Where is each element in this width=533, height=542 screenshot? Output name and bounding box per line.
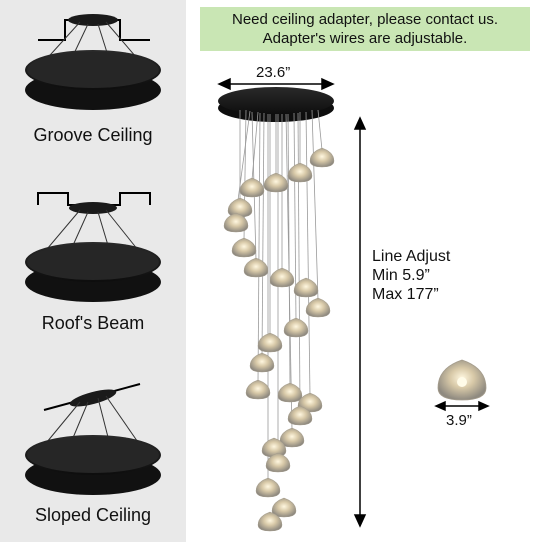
glass-pendants — [223, 147, 335, 532]
line-adjust-arrow — [353, 116, 367, 528]
roofs-beam-label: Roof's Beam — [41, 313, 145, 333]
groove-ceiling-diagram — [25, 14, 161, 110]
line-adjust-title: Line Adjust — [372, 248, 451, 265]
notice-line-1: Need ceiling adapter, please contact us. — [231, 11, 498, 28]
pendant-detail — [437, 359, 487, 401]
pendant-width-label: 3.9” — [446, 412, 472, 429]
chandelier-canopy — [218, 87, 334, 122]
adapter-notice: Need ceiling adapter, please contact us.… — [200, 7, 530, 51]
canopy-width-arrow — [217, 77, 335, 91]
pendant-width-arrow — [434, 400, 490, 412]
roofs-beam-diagram — [25, 192, 161, 302]
sloped-ceiling-label: Sloped Ceiling — [34, 505, 152, 525]
line-max-label: Max 177” — [372, 286, 439, 303]
line-adjust-info: Line Adjust Min 5.9” Max 177” — [372, 247, 450, 304]
canopy-width-label: 23.6” — [256, 64, 291, 81]
sloped-ceiling-diagram — [25, 383, 161, 495]
notice-line-2: Adapter's wires are adjustable. — [262, 30, 468, 47]
groove-ceiling-label: Groove Ceiling — [33, 125, 153, 145]
line-min-label: Min 5.9” — [372, 267, 430, 284]
